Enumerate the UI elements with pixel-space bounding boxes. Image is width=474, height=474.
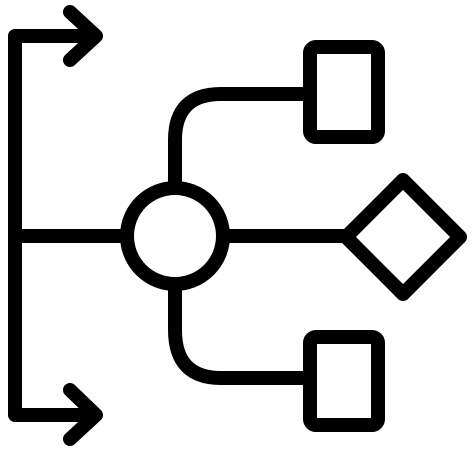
central-node-circle xyxy=(120,181,230,291)
decision-diamond xyxy=(339,173,467,301)
spine-line xyxy=(8,29,99,422)
upper-curved-connector xyxy=(168,87,317,195)
top-arrow-icon xyxy=(63,5,103,67)
top-process-box xyxy=(303,40,385,144)
bottom-arrow-icon xyxy=(63,383,103,446)
bottom-process-box xyxy=(303,330,385,432)
lower-curved-connector xyxy=(168,277,317,385)
